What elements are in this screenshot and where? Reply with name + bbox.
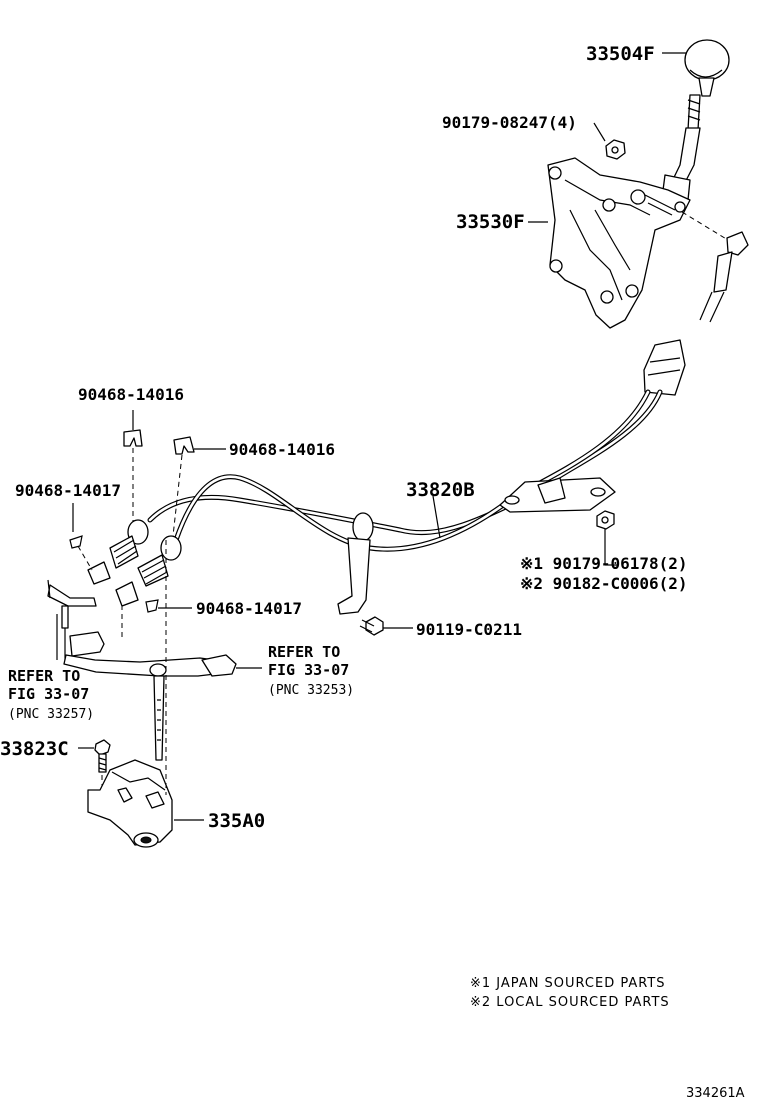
shift-knob[interactable] (684, 39, 730, 97)
label-refer-right-1: REFER TO (268, 643, 340, 661)
diagram-code: 334261A (686, 1086, 745, 1101)
clip-90468-14017-b[interactable] (145, 599, 159, 613)
label-33504F: 33504F (586, 43, 655, 65)
nut-90179-06178[interactable] (596, 510, 615, 530)
label-refer-left-3: (PNC 33257) (8, 707, 94, 722)
label-90119-C0211: 90119-C0211 (416, 620, 522, 639)
label-90468-14017-b: 90468-14017 (196, 599, 302, 618)
clip-90468-14017-a[interactable] (69, 535, 83, 549)
shift-lever-housing[interactable] (547, 157, 691, 329)
label-90468-14016-b: 90468-14016 (229, 440, 335, 459)
label-90468-14017-a: 90468-14017 (15, 481, 121, 500)
cable-floor-bracket[interactable] (499, 477, 616, 513)
label-refer-left-2: FIG 33-07 (8, 685, 89, 703)
label-33823C: 33823C (0, 738, 69, 760)
label-90179-06178: ※1 90179-06178(2) (520, 554, 688, 573)
bolt-90119-C0211[interactable] (359, 616, 384, 636)
label-refer-right-2: FIG 33-07 (268, 661, 349, 679)
label-33530F: 33530F (456, 211, 525, 233)
shift-cable-upper-end[interactable] (643, 231, 749, 396)
shift-lever-linkage[interactable] (63, 654, 237, 761)
select-lever-left[interactable] (47, 579, 97, 629)
label-refer-right-3: (PNC 33253) (268, 683, 354, 698)
label-90182-C0006: ※2 90182-C0006(2) (520, 574, 688, 593)
cable-grommet[interactable] (337, 512, 374, 615)
note-local-sourced: ※2 LOCAL SOURCED PARTS (470, 995, 670, 1010)
shift-cable[interactable] (147, 389, 663, 552)
note-japan-sourced: ※1 JAPAN SOURCED PARTS (470, 976, 666, 991)
cable-bracket-335A0[interactable] (87, 759, 173, 848)
label-90179-08247: 90179-08247(4) (442, 113, 577, 132)
label-refer-left-1: REFER TO (8, 667, 80, 685)
label-90468-14016-a: 90468-14016 (78, 385, 184, 404)
label-33820B: 33820B (406, 479, 475, 501)
bolt-33823C[interactable] (94, 739, 111, 773)
nut-90179-08247[interactable] (605, 139, 626, 160)
clip-90468-14016-b[interactable] (173, 436, 195, 455)
lever-bushing[interactable] (69, 631, 105, 657)
cable-end-a[interactable] (87, 519, 149, 585)
shift-lever-assembly[interactable] (661, 94, 701, 201)
label-335A0: 335A0 (208, 810, 265, 832)
clip-90468-14016-a[interactable] (123, 429, 143, 447)
